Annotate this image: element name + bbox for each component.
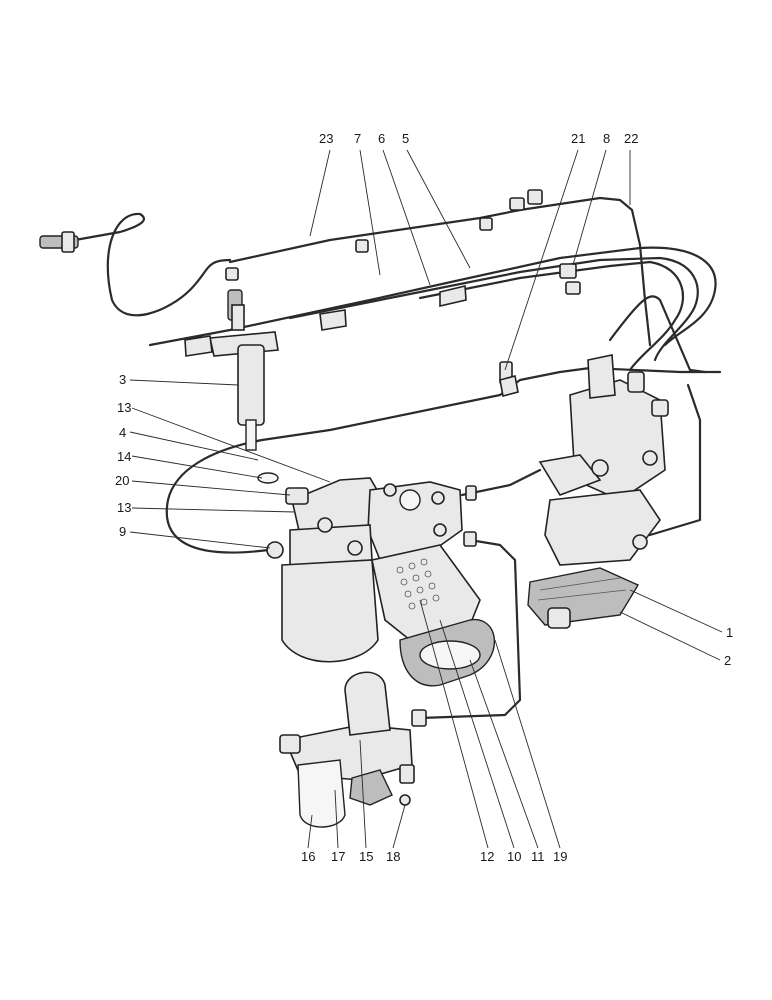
- callout-3: 3: [119, 372, 126, 387]
- callout-5: 5: [402, 131, 409, 146]
- pipe-nuts: [184, 189, 581, 727]
- injector-pipes: [73, 196, 722, 720]
- callout-4: 4: [119, 425, 126, 440]
- callout-6: 6: [378, 131, 385, 146]
- callout-labels: 23 7 6 5 21 8 22 3 13 4 14 20 13 9 1 2 1…: [115, 131, 733, 864]
- washer: [257, 472, 279, 484]
- callout-15: 15: [359, 849, 373, 864]
- callout-7: 7: [354, 131, 361, 146]
- lift-pump-assembly: [279, 671, 415, 828]
- leak-off-stub-fitting: [39, 231, 79, 253]
- callout-21: 21: [571, 131, 585, 146]
- pipe-clip: [499, 375, 519, 397]
- injector: [191, 289, 279, 451]
- callout-14: 14: [117, 449, 131, 464]
- callout-20: 20: [115, 473, 129, 488]
- callout-2: 2: [724, 653, 731, 668]
- fuel-filter-assembly: [266, 477, 496, 687]
- callout-1: 1: [726, 625, 733, 640]
- callout-12: 12: [480, 849, 494, 864]
- callout-18: 18: [386, 849, 400, 864]
- callout-13-upper: 13: [117, 400, 131, 415]
- callout-22: 22: [624, 131, 638, 146]
- callout-16: 16: [301, 849, 315, 864]
- callout-9: 9: [119, 524, 126, 539]
- injection-pump: [527, 354, 669, 629]
- leader-lines: [129, 149, 723, 849]
- filter-element-perforations: [396, 558, 440, 610]
- callout-10: 10: [507, 849, 521, 864]
- callout-11: 11: [531, 849, 545, 864]
- callout-23: 23: [319, 131, 333, 146]
- callout-19: 19: [553, 849, 567, 864]
- callout-8: 8: [603, 131, 610, 146]
- callout-17: 17: [331, 849, 345, 864]
- callout-13-lower: 13: [117, 500, 131, 515]
